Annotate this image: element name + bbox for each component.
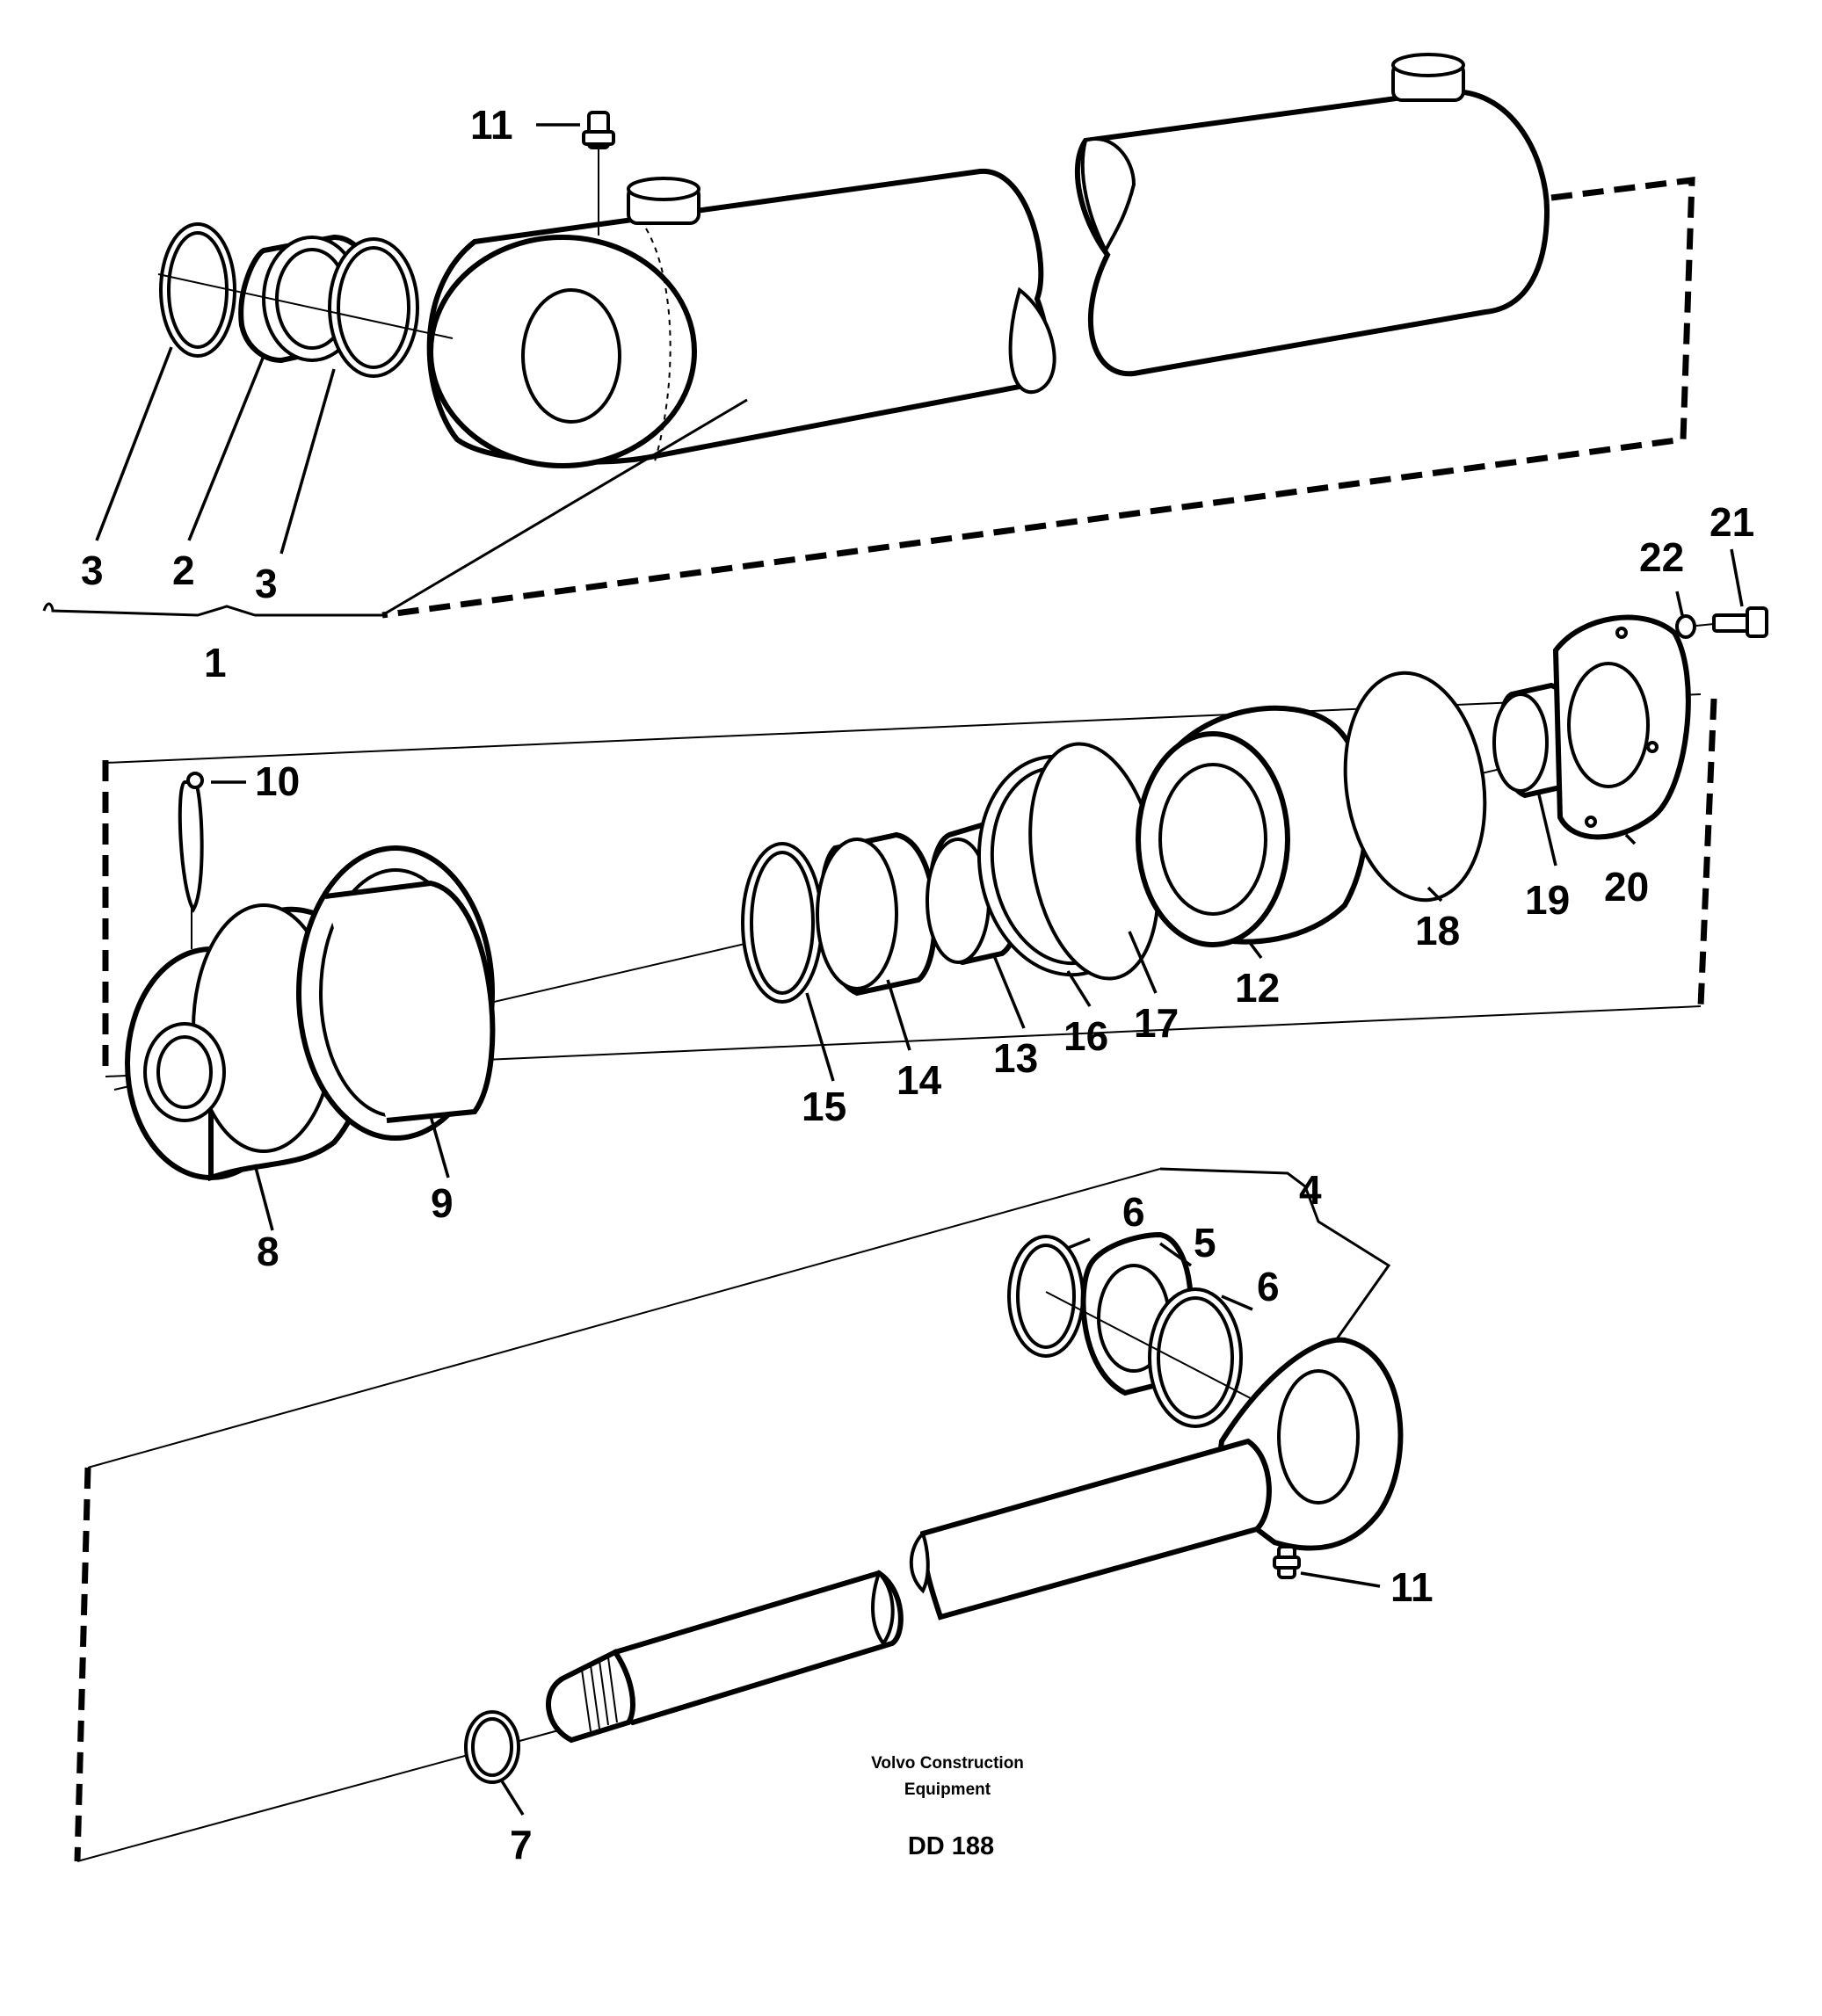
callout-15: 15 [802, 1084, 846, 1129]
caption-line-2: Equipment [904, 1780, 991, 1799]
rod-break-right [909, 1530, 930, 1594]
callout-2: 2 [172, 548, 195, 593]
callout-6-right: 6 [1257, 1264, 1280, 1309]
cotter-pin [178, 780, 204, 913]
callout-22: 22 [1639, 534, 1684, 580]
rod-break-left [871, 1570, 895, 1647]
callout-16: 16 [1063, 1013, 1108, 1059]
callout-5: 5 [1194, 1220, 1216, 1265]
callout-9: 9 [431, 1180, 454, 1226]
callout-6-left: 6 [1122, 1189, 1145, 1235]
tube-port-left-top [627, 177, 700, 201]
washer-22 [1675, 614, 1696, 639]
rod-segment-right [919, 1438, 1272, 1621]
callout-3-right: 3 [255, 561, 278, 606]
callout-1: 1 [204, 640, 227, 685]
callout-4: 4 [1299, 1167, 1322, 1213]
middle-section-dashed-frame [102, 698, 1717, 1077]
bracket-4 [1159, 1167, 1391, 1341]
tube-right-segment [1074, 89, 1550, 377]
gland-seal [296, 845, 496, 1141]
piston-rod-assembly [74, 1167, 1404, 1862]
piston [1136, 705, 1369, 947]
callout-11-bottom: 11 [1390, 1564, 1434, 1610]
grease-nipple-top [582, 111, 615, 236]
rod-threads [581, 1657, 618, 1732]
bottom-section-dashed-frame [74, 1467, 91, 1862]
tube-port-right-top [1391, 53, 1465, 77]
callout-labels: 11 3 2 3 1 22 21 10 20 19 18 12 17 16 13… [81, 102, 1754, 1867]
weld-seam [645, 228, 671, 462]
top-section-dashed-frame [381, 177, 1695, 619]
callout-18: 18 [1415, 908, 1460, 954]
rod-threaded-end [546, 1649, 635, 1744]
callout-8: 8 [257, 1229, 279, 1274]
callout-21: 21 [1709, 499, 1754, 545]
callout-10: 10 [255, 758, 300, 804]
callout-7: 7 [510, 1822, 533, 1867]
grease-nipple-bottom [1273, 1545, 1301, 1579]
tube-break-left [1008, 286, 1056, 395]
top-bearing-group [157, 222, 454, 378]
caption: Volvo Construction Equipment DD 188 [871, 1754, 1024, 1860]
tube-break-right [1080, 137, 1136, 255]
bracket-1 [42, 398, 748, 617]
tube-eye-bore [521, 288, 621, 424]
callout-13: 13 [993, 1035, 1038, 1081]
callout-17: 17 [1134, 1000, 1179, 1046]
diagram-code: DD 188 [908, 1832, 994, 1860]
cylinder-tube-assembly [42, 53, 1695, 619]
callout-3-left: 3 [81, 548, 104, 593]
callout-19: 19 [1525, 877, 1570, 923]
o-ring-18 [1343, 671, 1487, 903]
rod-segment-left [607, 1570, 904, 1726]
callout-12: 12 [1235, 965, 1280, 1011]
leader-lines [95, 123, 1744, 1816]
callout-20: 20 [1604, 864, 1649, 910]
end-flange [1552, 614, 1691, 840]
callout-14: 14 [896, 1057, 942, 1103]
caption-line-1: Volvo Construction [871, 1754, 1024, 1773]
callout-11-top: 11 [470, 102, 513, 148]
piston-gland-assembly [102, 606, 1768, 1182]
screw-21 [1695, 606, 1768, 638]
